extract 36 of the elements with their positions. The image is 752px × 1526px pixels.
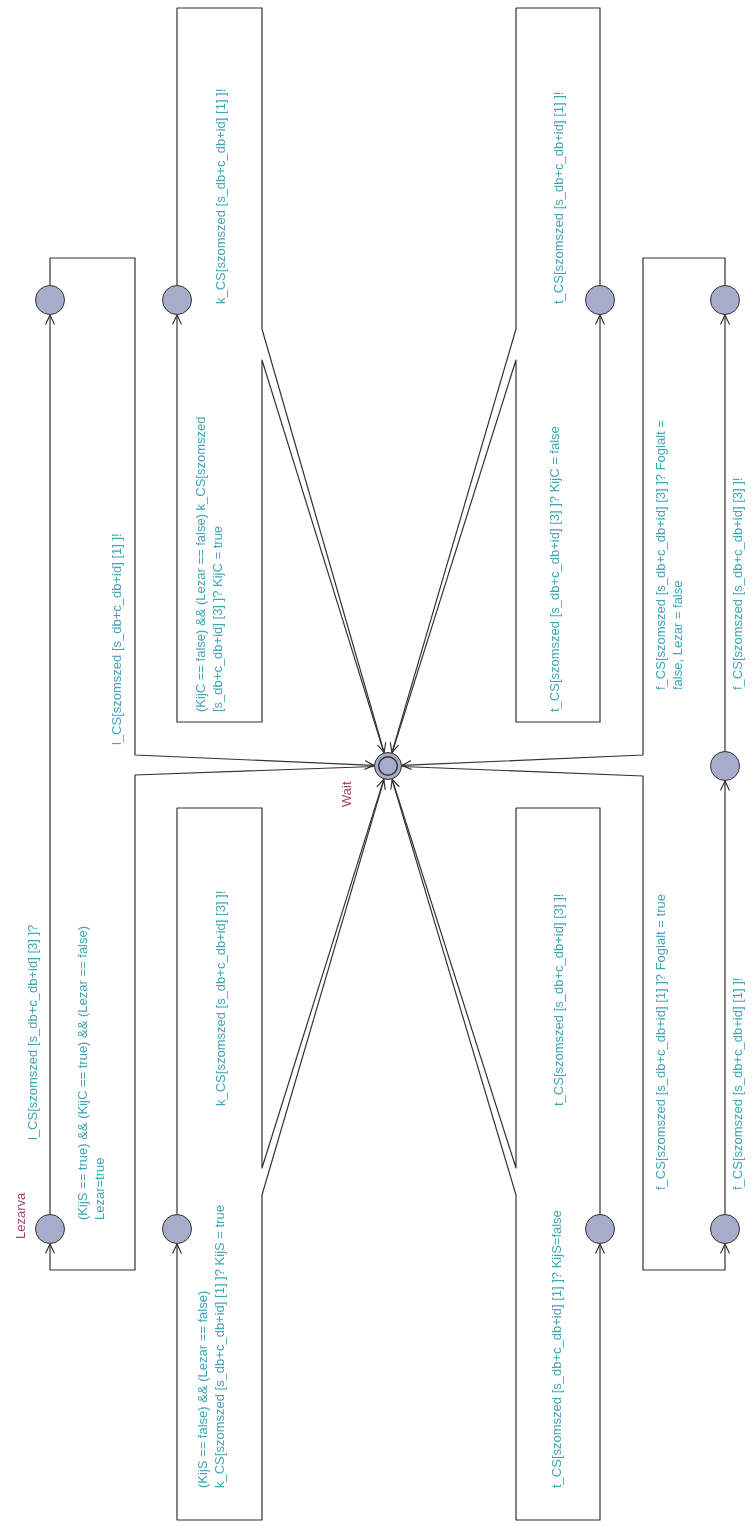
transition-arrow [401,257,726,771]
edge-label: t_CS[szomszed [s_db+c_db+id] [1] ]! [550,90,567,304]
edge-label: f_CS[szomszed [s_db+c_db+id] [3] ]? Foglalt = false, Lezar = false [652,419,686,690]
location-circle [710,285,740,315]
edge-label: l_CS[szomszed [s_db+c_db+id] [3] ]? [24,923,41,1140]
edge-label: (KijC == false) && (Lezar == false) k_CS[szomszed [s_db+c_db+id] [3] ]? KijC = true [192,415,226,712]
location-circle [710,1214,740,1244]
edge-label: l_CS[szomszed [s_db+c_db+id] [1] ]! [108,532,125,745]
transition-arrow [401,765,731,1271]
edge-label: (KijS == true) && (KijC == true) && (Lezar == false) Lezar=true [74,924,108,1220]
edge-label: f_CS[szomszed [s_db+c_db+id] [1] ]! [729,976,746,1190]
edge-label: f_CS[szomszed [s_db+c_db+id] [1] ]? Foglalt = true [652,893,669,1190]
edge-label: t_CS[szomszed [s_db+c_db+id] [3] ]? KijC = false [546,425,563,712]
location-circle [585,1214,615,1244]
edge-label: t_CS[szomszed [s_db+c_db+id] [1] ]? KijS=false [548,1209,565,1488]
edge-label: f_CS[szomszed [s_db+c_db+id] [3] ]! [729,476,746,690]
location-name: Wait [339,781,354,807]
location-circle [710,751,740,781]
transition-arrow [44,314,56,1215]
transition-arrow [176,7,387,754]
transition-arrow [389,7,601,754]
location-name: Lezarva [13,1192,28,1239]
transition-arrow [390,778,601,1215]
location-circle [162,1214,192,1244]
edge-label: k_CS[szomszed [s_db+c_db+id] [1] ]! [212,87,229,304]
transition-arrow [719,780,731,1215]
edge-label: (KijS == false) && (Lezar == false) k_CS[szomszed [s_db+c_db+id] [1] ]? KijS = true [194,1204,228,1488]
transition-arrow [719,314,731,752]
transition-arrow [49,257,375,771]
location-circle [585,285,615,315]
transition-arrow [44,765,375,1271]
edge-label: k_CS[szomszed [s_db+c_db+id] [3] ]! [212,889,229,1106]
location-circle [162,285,192,315]
location-circle [35,285,65,315]
edge-label: t_CS[szomszed [s_db+c_db+id] [3] ]! [550,892,567,1106]
transition-arrow [176,778,386,1215]
